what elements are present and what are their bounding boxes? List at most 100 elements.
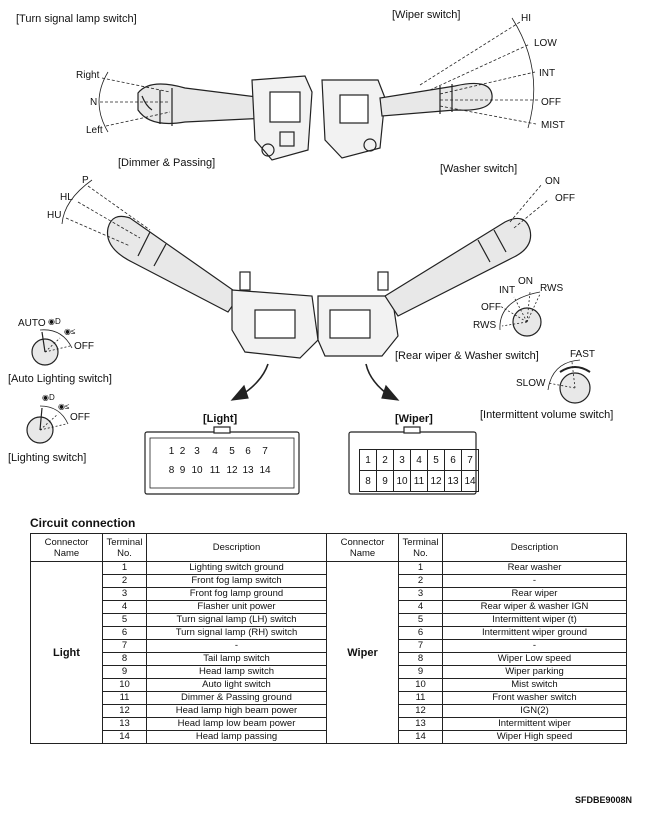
wiper-connector-title: [Wiper] bbox=[395, 413, 433, 425]
light-description: - bbox=[146, 639, 327, 653]
light-terminal-no: 9 bbox=[102, 665, 147, 679]
light-description: Flasher unit power bbox=[146, 600, 327, 614]
wiper-mist-label: MIST bbox=[541, 120, 565, 131]
wiper-terminal-no: 9 bbox=[398, 665, 443, 679]
header-terminal-no: Terminal No. bbox=[398, 533, 443, 562]
fast-label: FAST bbox=[570, 349, 596, 360]
arrows bbox=[239, 363, 391, 397]
light-pin: 5 bbox=[229, 446, 235, 457]
auto-label: AUTO bbox=[18, 318, 46, 329]
wiper-pin: 9 bbox=[376, 470, 394, 492]
rear-on-label: ON bbox=[518, 276, 533, 287]
auto-off-label: OFF bbox=[74, 341, 94, 352]
light-connector bbox=[144, 426, 300, 495]
light-pin: 9 bbox=[179, 465, 186, 476]
wiper-pin: 2 bbox=[376, 449, 394, 471]
wiper-pin: 1 bbox=[359, 449, 377, 471]
light-description: Head lamp high beam power bbox=[146, 704, 327, 718]
figure-code: SFDBE9008N bbox=[575, 795, 633, 805]
wiper-pin: 5 bbox=[427, 449, 445, 471]
light-description: Head lamp passing bbox=[146, 730, 327, 744]
wiper-description: - bbox=[442, 574, 627, 588]
washer-switch-label: [Washer switch] bbox=[440, 163, 518, 175]
rear-wiper-knob bbox=[499, 291, 542, 337]
lighting-knob bbox=[26, 405, 69, 444]
wiper-terminal-no: 7 bbox=[398, 639, 443, 653]
intermittent-knob bbox=[547, 359, 591, 404]
light-pins-top: 1 2 3 4 5 6 7 bbox=[166, 446, 274, 458]
wiper-description: Mist switch bbox=[442, 678, 627, 692]
wiper-description: Rear wiper bbox=[442, 587, 627, 601]
wiper-pin: 4 bbox=[410, 449, 428, 471]
light-pin: 7 bbox=[262, 446, 268, 457]
wiper-terminal-no: 11 bbox=[398, 691, 443, 705]
wiper-indicator-lines bbox=[419, 21, 538, 125]
combination-switch-body bbox=[231, 271, 399, 359]
light-terminal-no: 12 bbox=[102, 704, 147, 718]
light-terminal-no: 14 bbox=[102, 730, 147, 744]
wiper-terminal-no: 5 bbox=[398, 613, 443, 627]
turn-signal-body bbox=[251, 75, 313, 161]
auto-lighting-switch-label: [Auto Lighting switch] bbox=[8, 373, 112, 385]
washer-indicator-lines bbox=[509, 183, 549, 229]
turn-signal-stalk bbox=[137, 83, 269, 126]
light-description: Turn signal lamp (RH) switch bbox=[146, 626, 327, 640]
circuit-connection-title: Circuit connection bbox=[30, 516, 136, 530]
light-terminal-no: 8 bbox=[102, 652, 147, 666]
parklamp-icon: ◉≤ bbox=[64, 327, 76, 336]
wiper-terminal-no: 3 bbox=[398, 587, 443, 601]
light-description: Front fog lamp ground bbox=[146, 587, 327, 601]
washer-on-label: ON bbox=[545, 176, 560, 187]
headlamp-icon: ◉D bbox=[48, 317, 61, 326]
wiper-terminal-no: 13 bbox=[398, 717, 443, 731]
auto-lighting-knob bbox=[31, 329, 73, 366]
rear-off-label: OFF bbox=[481, 302, 501, 313]
wiper-pin: 12 bbox=[427, 470, 445, 492]
light-description: Lighting switch ground bbox=[146, 561, 327, 575]
light-terminal-no: 1 bbox=[102, 561, 147, 575]
wiper-terminal-no: 4 bbox=[398, 600, 443, 614]
light-terminal-no: 4 bbox=[102, 600, 147, 614]
table-header-row: Connector Name Terminal No. Description … bbox=[30, 533, 627, 562]
wiper-pin: 11 bbox=[410, 470, 428, 492]
wiper-off-label: OFF bbox=[541, 97, 561, 108]
intermittent-volume-label: [Intermittent volume switch] bbox=[480, 409, 614, 421]
light-connector-title: [Light] bbox=[203, 413, 238, 425]
rear-rws-top-label: RWS bbox=[540, 283, 564, 294]
light-terminal-no: 10 bbox=[102, 678, 147, 692]
light-terminal-no: 11 bbox=[102, 691, 147, 705]
rear-wiper-washer-label: [Rear wiper & Washer switch] bbox=[395, 350, 539, 362]
connector-name-wiper: Wiper bbox=[326, 561, 399, 744]
light-pin: 2 bbox=[179, 446, 186, 457]
wiper-pin: 6 bbox=[444, 449, 462, 471]
rear-rws-bottom-label: RWS bbox=[473, 320, 497, 331]
light-terminal-no: 3 bbox=[102, 587, 147, 601]
wiper-body bbox=[321, 79, 386, 159]
dimmer-hu-label: HU bbox=[47, 210, 62, 221]
turn-right-label: Right bbox=[76, 70, 100, 81]
light-terminal-no: 6 bbox=[102, 626, 147, 640]
light-description: Head lamp switch bbox=[146, 665, 327, 679]
light-terminal-no: 13 bbox=[102, 717, 147, 731]
header-connector-name: Connector Name bbox=[326, 533, 399, 562]
wiper-terminal-no: 12 bbox=[398, 704, 443, 718]
wiper-description: Wiper Low speed bbox=[442, 652, 627, 666]
header-connector-name: Connector Name bbox=[30, 533, 103, 562]
wiper-switch-label: [Wiper switch] bbox=[392, 9, 461, 21]
light-pins-bottom: 8 9 10 11 12 13 14 bbox=[166, 465, 274, 477]
wiper-terminal-no: 2 bbox=[398, 574, 443, 588]
wiper-hi-label: HI bbox=[521, 13, 531, 24]
wiper-description: IGN(2) bbox=[442, 704, 627, 718]
wiper-terminal-no: 1 bbox=[398, 561, 443, 575]
lighting-switch-label: [Lighting switch] bbox=[8, 452, 87, 464]
light-pin: 6 bbox=[245, 446, 251, 457]
wiper-low-label: LOW bbox=[534, 38, 557, 49]
light-pin: 1 bbox=[168, 446, 175, 457]
